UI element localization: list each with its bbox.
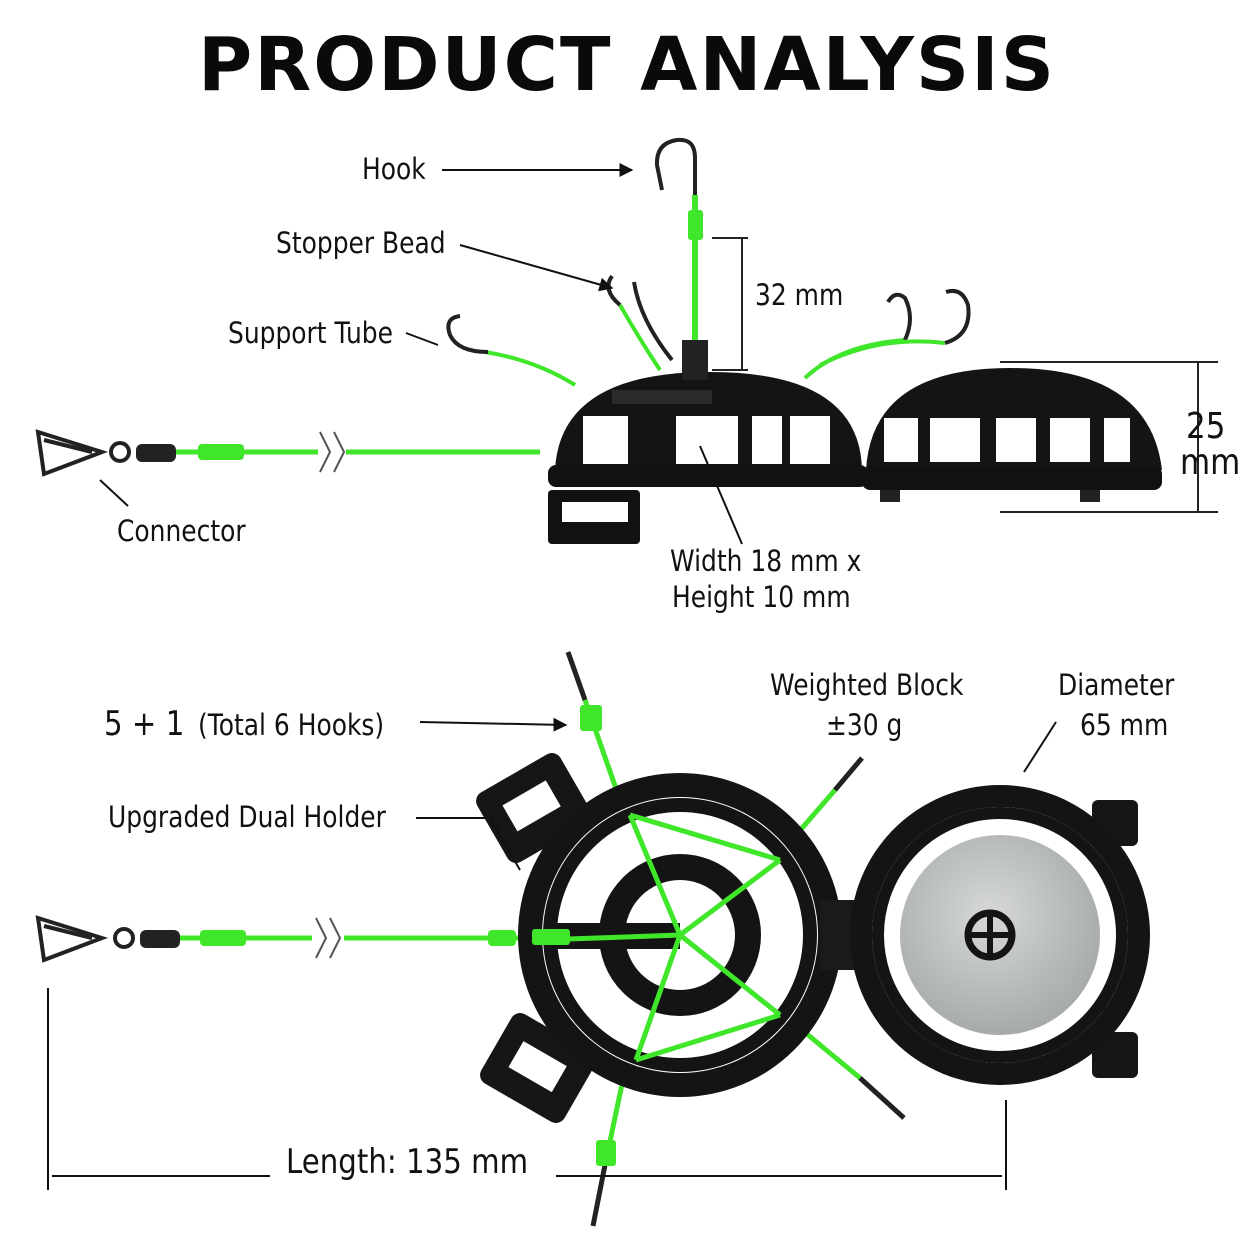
window-height-label: Height 10 mm [672, 580, 851, 614]
cage-height-dimension [1000, 361, 1218, 513]
top-leaders [47, 717, 1057, 1190]
window-width-label: Width 18 mm x [670, 544, 862, 578]
swivel-top-icon [140, 930, 180, 948]
cage-height-unit: mm [1180, 442, 1241, 483]
connector-snap-top-icon [35, 915, 135, 963]
side-view [35, 137, 1218, 545]
weighted-block-value: ±30 g [826, 708, 903, 742]
side-hooks [446, 274, 971, 387]
cage-height-value: 25 [1186, 406, 1226, 447]
weighted-block-label: Weighted Block [770, 668, 964, 702]
feeder-cage-left [548, 372, 868, 544]
length-label: Length: 135 mm [286, 1142, 529, 1182]
top-view [35, 651, 1150, 1227]
swivel-icon [136, 444, 176, 462]
connector-label: Connector [117, 514, 246, 548]
connector-snap-icon [35, 429, 131, 477]
hook-label: Hook [362, 152, 426, 186]
mainline-side [176, 431, 540, 473]
stopper-bead-label: Stopper Bead [276, 226, 446, 260]
mainline-top [180, 917, 540, 959]
hook-height-dimension [712, 237, 748, 371]
page-title: PRODUCT ANALYSIS [198, 22, 1056, 108]
side-leaders [99, 163, 743, 545]
feeder-disc-left [518, 773, 842, 1097]
feeder-disc-right [850, 785, 1150, 1085]
dual-holder-label: Upgraded Dual Holder [108, 800, 386, 834]
diameter-label: Diameter [1058, 668, 1175, 702]
hook-count-prefix: 5 + 1 [104, 704, 185, 744]
feeder-cage-right [862, 368, 1162, 502]
support-tube-label: Support Tube [228, 316, 393, 350]
center-hook [654, 137, 708, 380]
diameter-value: 65 mm [1080, 708, 1169, 742]
hook-height-label: 32 mm [755, 278, 844, 312]
hook-count-suffix: (Total 6 Hooks) [198, 708, 385, 742]
